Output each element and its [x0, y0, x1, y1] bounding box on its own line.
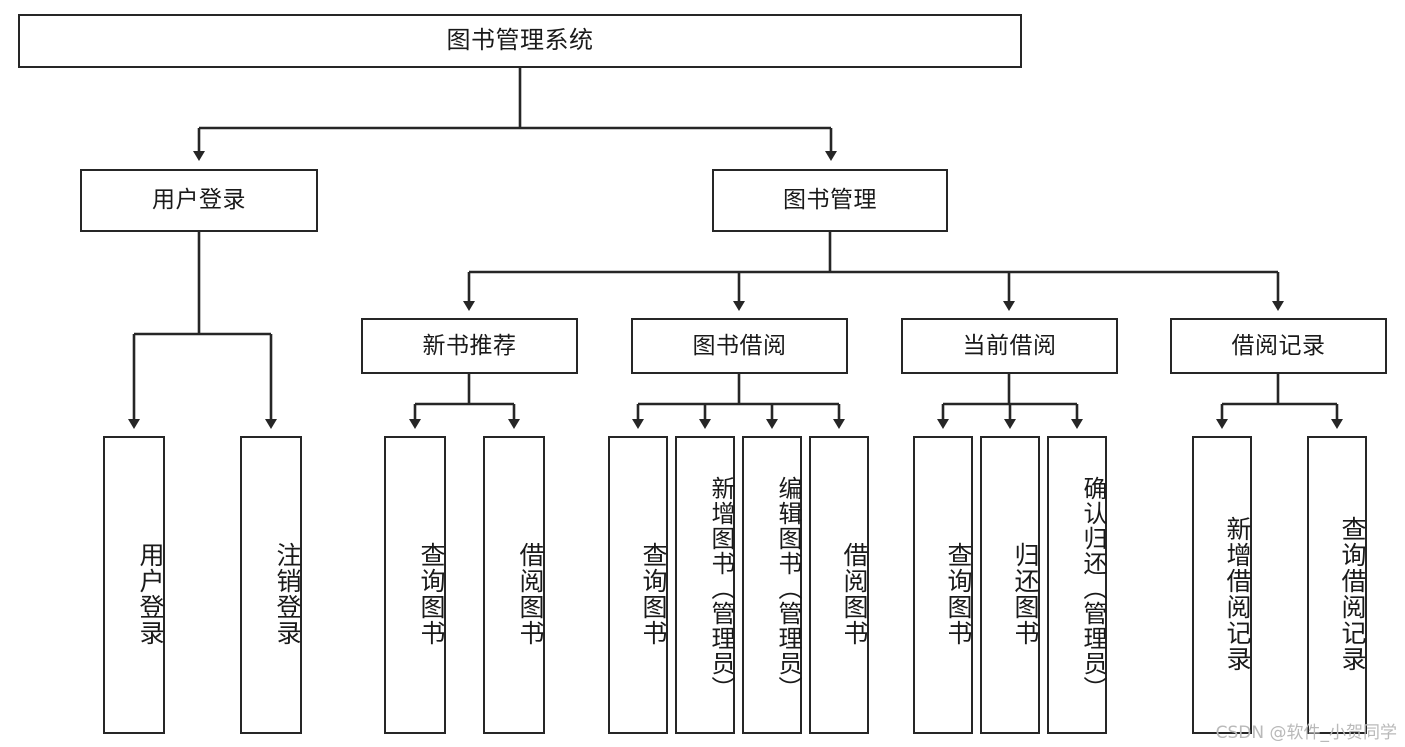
- node-borrow-record[interactable]: 借阅记录: [1170, 318, 1387, 374]
- leaf-edit-book-admin[interactable]: 编辑图书（管理员）: [742, 436, 802, 734]
- leaf-return-book[interactable]: 归还图书: [980, 436, 1040, 734]
- node-root-book-management-system[interactable]: 图书管理系统: [18, 14, 1022, 68]
- leaf-add-borrow-record[interactable]: 新增借阅记录: [1192, 436, 1252, 734]
- leaf-user-login[interactable]: 用户登录: [103, 436, 165, 734]
- leaf-query-book-current[interactable]: 查询图书: [913, 436, 973, 734]
- leaf-confirm-return-admin[interactable]: 确认归还（管理员）: [1047, 436, 1107, 734]
- node-user-login[interactable]: 用户登录: [80, 169, 318, 232]
- leaf-borrow-book-borrow[interactable]: 借阅图书: [809, 436, 869, 734]
- node-book-borrow[interactable]: 图书借阅: [631, 318, 848, 374]
- node-new-book-recommend[interactable]: 新书推荐: [361, 318, 578, 374]
- node-book-management[interactable]: 图书管理: [712, 169, 948, 232]
- leaf-add-book-admin[interactable]: 新增图书（管理员）: [675, 436, 735, 734]
- leaf-query-book-recommend[interactable]: 查询图书: [384, 436, 446, 734]
- leaf-borrow-book-recommend[interactable]: 借阅图书: [483, 436, 545, 734]
- leaf-query-book-borrow[interactable]: 查询图书: [608, 436, 668, 734]
- node-current-borrow[interactable]: 当前借阅: [901, 318, 1118, 374]
- csdn-watermark: CSDN @软件_小贺同学: [1215, 723, 1397, 743]
- leaf-logout-login[interactable]: 注销登录: [240, 436, 302, 734]
- leaf-query-borrow-record[interactable]: 查询借阅记录: [1307, 436, 1367, 734]
